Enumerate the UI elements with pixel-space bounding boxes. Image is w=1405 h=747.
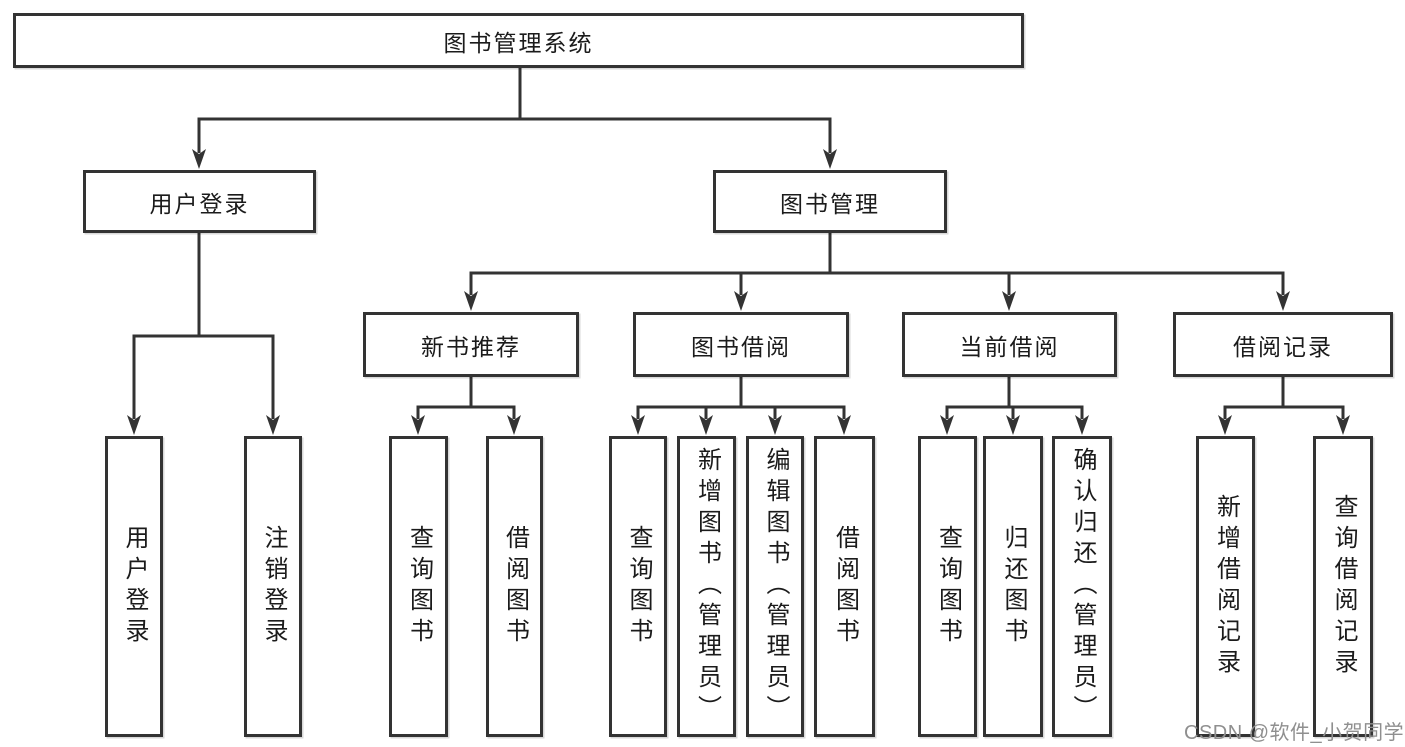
leaf-borrow-books-recommend: 借阅图书 bbox=[486, 436, 543, 737]
node-label: 当前借阅 bbox=[959, 333, 1060, 360]
node-label: 新增图书（管理员） bbox=[693, 447, 721, 726]
node-book-management: 图书管理 bbox=[713, 170, 947, 233]
node-library-management-system: 图书管理系统 bbox=[13, 13, 1024, 68]
node-label: 查询借阅记录 bbox=[1330, 493, 1357, 680]
node-label: 查询图书 bbox=[934, 524, 962, 649]
node-label: 查询图书 bbox=[405, 524, 433, 649]
node-label: 图书管理 bbox=[780, 190, 880, 217]
node-current-borrowing: 当前借阅 bbox=[902, 312, 1117, 377]
node-label: 确认归还（管理员） bbox=[1069, 447, 1096, 726]
leaf-logout: 注销登录 bbox=[244, 436, 302, 737]
leaf-borrow-books: 借阅图书 bbox=[814, 436, 875, 737]
node-label: 编辑图书（管理员） bbox=[762, 447, 789, 726]
leaf-user-login: 用户登录 bbox=[105, 436, 163, 737]
leaf-edit-books-admin: 编辑图书（管理员） bbox=[746, 436, 804, 737]
arrowheads bbox=[127, 149, 1350, 435]
node-label: 归还图书 bbox=[1000, 524, 1027, 649]
node-label: 查询图书 bbox=[625, 524, 652, 649]
node-label: 借阅记录 bbox=[1233, 333, 1333, 360]
node-label: 注销登录 bbox=[260, 524, 287, 649]
node-label: 图书管理系统 bbox=[443, 29, 594, 56]
node-new-book-recommendation: 新书推荐 bbox=[363, 312, 579, 377]
leaf-add-borrow-record: 新增借阅记录 bbox=[1196, 436, 1255, 737]
leaf-query-borrow-record: 查询借阅记录 bbox=[1313, 436, 1373, 737]
node-label: 图书借阅 bbox=[691, 333, 791, 360]
node-label: 借阅图书 bbox=[831, 524, 859, 649]
leaf-query-books-current: 查询图书 bbox=[918, 436, 977, 737]
node-user-login: 用户登录 bbox=[83, 170, 316, 233]
leaf-query-books-borrow: 查询图书 bbox=[609, 436, 667, 737]
node-label: 借阅图书 bbox=[501, 524, 529, 649]
node-borrowing-records: 借阅记录 bbox=[1173, 312, 1393, 377]
node-book-borrowing: 图书借阅 bbox=[633, 312, 849, 377]
csdn-watermark: CSDN @软件_小贺同学 bbox=[1184, 722, 1405, 744]
leaf-query-books-recommend: 查询图书 bbox=[389, 436, 448, 737]
node-label: 用户登录 bbox=[149, 190, 250, 217]
leaf-add-books-admin: 新增图书（管理员） bbox=[677, 436, 736, 737]
node-label: 新书推荐 bbox=[421, 333, 521, 360]
node-label: 新增借阅记录 bbox=[1212, 493, 1240, 680]
leaf-return-books: 归还图书 bbox=[983, 436, 1043, 737]
node-label: 用户登录 bbox=[121, 524, 148, 649]
leaf-confirm-return-admin: 确认归还（管理员） bbox=[1052, 436, 1112, 737]
